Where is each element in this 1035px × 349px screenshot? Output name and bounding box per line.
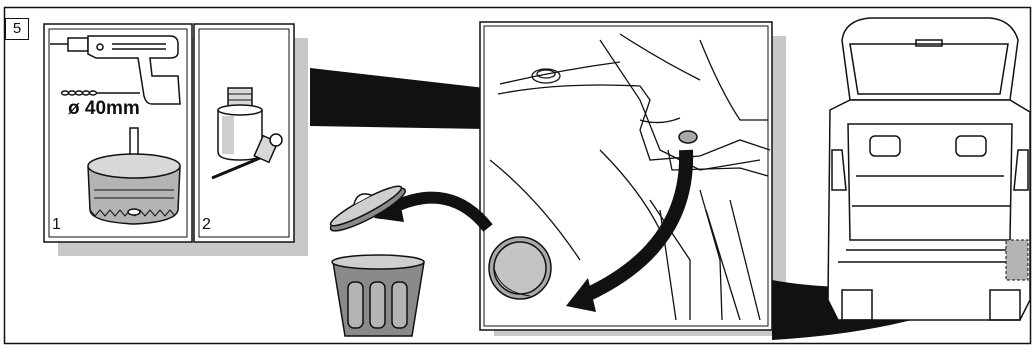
removal-arrow-interior bbox=[577, 149, 694, 305]
rubber-plug-icon bbox=[488, 236, 552, 300]
sealant-bottle-icon bbox=[211, 87, 283, 180]
step-number-badge: 5 bbox=[5, 18, 29, 40]
power-drill-icon bbox=[50, 35, 181, 105]
discard-arrow bbox=[389, 191, 493, 232]
drill-hole-marker bbox=[678, 130, 698, 144]
hole-saw-icon bbox=[87, 127, 181, 225]
drill-diameter-label: ø 40mm bbox=[68, 98, 140, 119]
trash-can-icon bbox=[329, 185, 425, 337]
drill-bit-icon bbox=[60, 90, 140, 96]
panel-2-number: 2 bbox=[202, 216, 211, 233]
panel-1-number: 1 bbox=[52, 216, 61, 233]
tow-hitch-location-highlight bbox=[1005, 239, 1029, 281]
suv-rear-open-tailgate-icon bbox=[827, 17, 1031, 321]
